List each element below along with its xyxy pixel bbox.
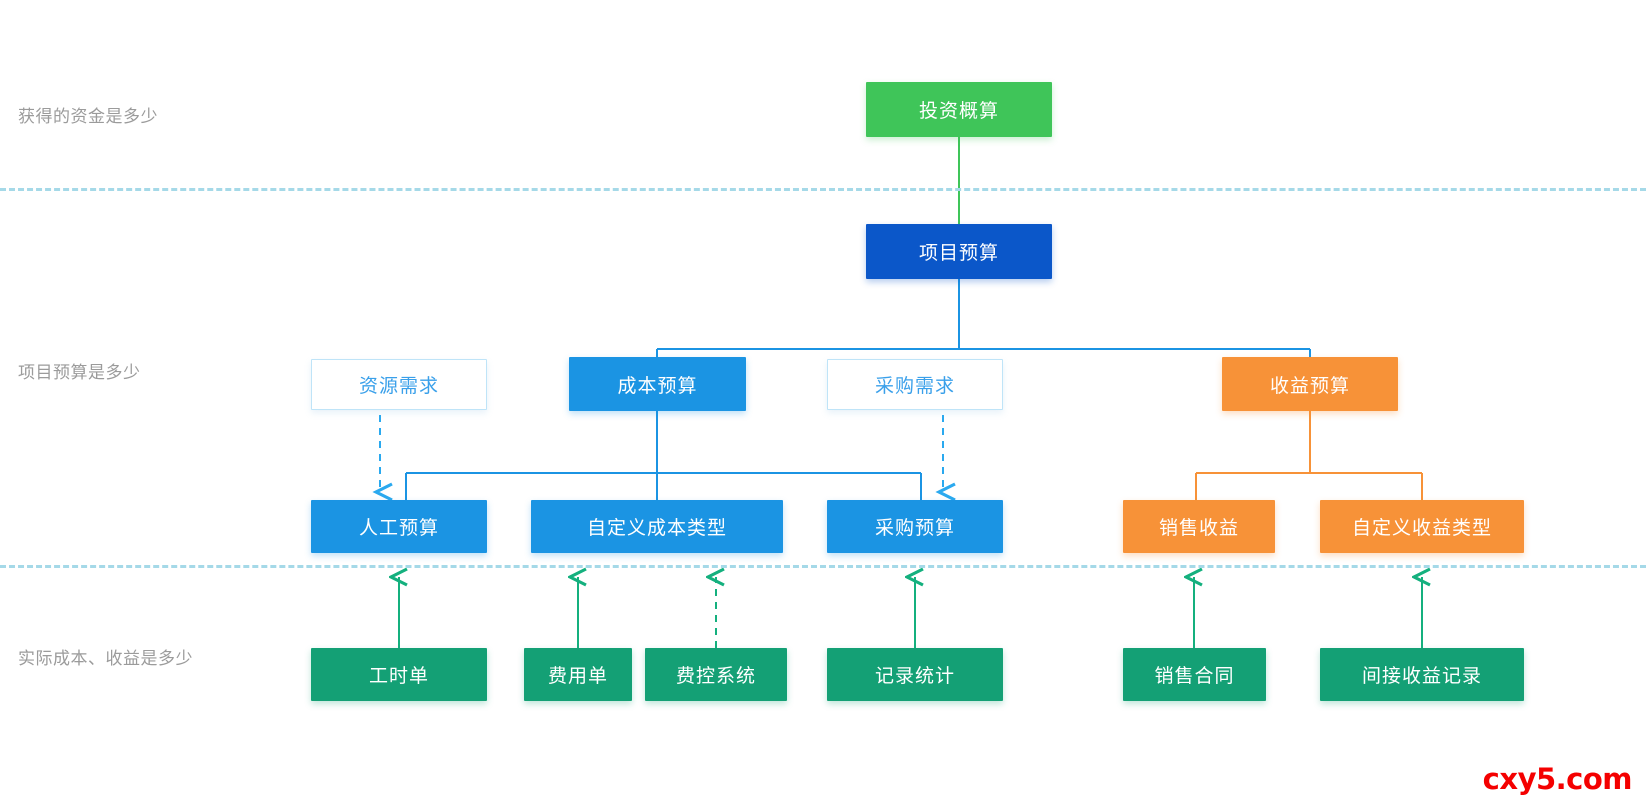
edge-project-budget-bus xyxy=(656,279,1311,357)
node-procurement-budget[interactable]: 采购预算 xyxy=(827,500,1003,553)
node-custom-revenue-type[interactable]: 自定义收益类型 xyxy=(1320,500,1524,553)
edge-revenue-budget-bus xyxy=(1195,411,1423,500)
node-expense-form[interactable]: 费用单 xyxy=(524,648,632,701)
node-record-statistics[interactable]: 记录统计 xyxy=(827,648,1003,701)
node-cost-budget[interactable]: 成本预算 xyxy=(569,357,746,411)
swimlane-divider-2 xyxy=(0,565,1646,568)
node-revenue-budget[interactable]: 收益预算 xyxy=(1222,357,1398,411)
node-project-budget[interactable]: 项目预算 xyxy=(866,224,1052,279)
node-timesheet[interactable]: 工时单 xyxy=(311,648,487,701)
node-resource-demand[interactable]: 资源需求 xyxy=(311,359,487,410)
swimlane-label-3: 实际成本、收益是多少 xyxy=(18,649,193,668)
node-investment-estimate[interactable]: 投资概算 xyxy=(866,82,1052,137)
node-indirect-revenue-record[interactable]: 间接收益记录 xyxy=(1320,648,1524,701)
node-labor-budget[interactable]: 人工预算 xyxy=(311,500,487,553)
edge-cost-budget-bus xyxy=(405,411,922,500)
node-sales-contract[interactable]: 销售合同 xyxy=(1123,648,1266,701)
node-procurement-demand[interactable]: 采购需求 xyxy=(827,359,1003,410)
node-expense-control-system[interactable]: 费控系统 xyxy=(645,648,787,701)
swimlane-label-1: 获得的资金是多少 xyxy=(18,107,158,126)
node-sales-revenue[interactable]: 销售收益 xyxy=(1123,500,1275,553)
swimlane-divider-1 xyxy=(0,188,1646,191)
node-custom-cost-type[interactable]: 自定义成本类型 xyxy=(531,500,783,553)
watermark: cxy5.com xyxy=(1482,762,1633,796)
swimlane-label-2: 项目预算是多少 xyxy=(18,363,141,382)
